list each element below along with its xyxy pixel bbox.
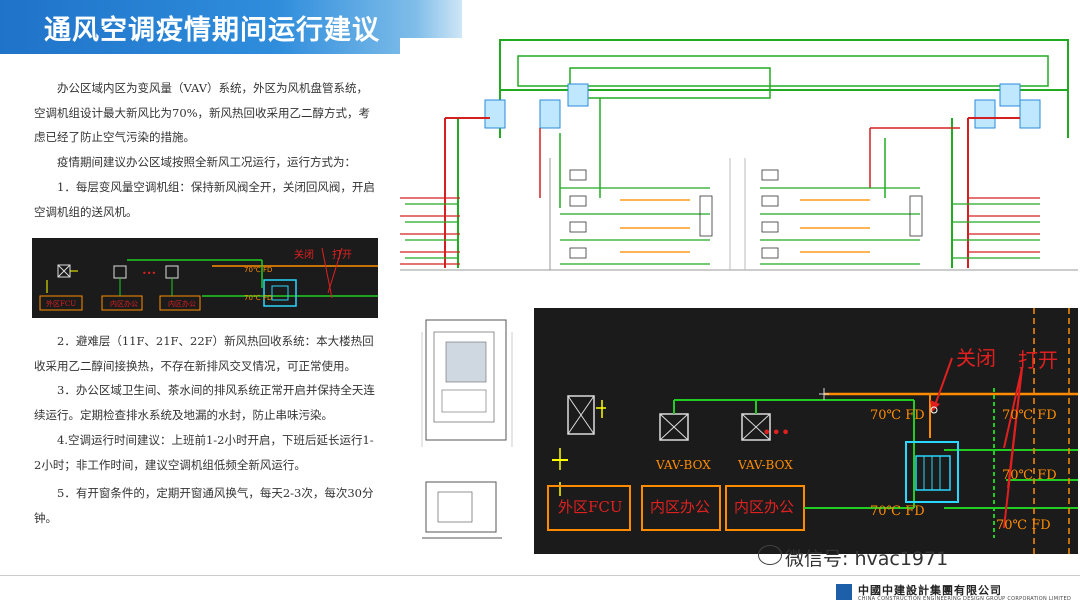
fd-label-right-1: 70℃ FD — [1002, 408, 1057, 423]
svg-text:70℃ FD: 70℃ FD — [244, 266, 272, 274]
company-name-en: CHINA CONSTRUCTION ENGINEERING DESIGN GR… — [858, 596, 1072, 602]
cad-inset-small-drawing: ••• 内区办公 内区办公 外区FCU 70℃ FD 70℃ FD 关闭 打开 — [39, 247, 378, 311]
company-logo-icon — [836, 584, 852, 600]
page-title: 通风空调疫情期间运行建议 — [44, 15, 380, 46]
fd-label-bottom: 70℃ FD — [870, 504, 925, 519]
svg-text:内区办公: 内区办公 — [168, 299, 196, 308]
vav-dots: ••• — [762, 423, 791, 442]
vav-box-label-1: VAV-BOX — [656, 458, 711, 472]
floor-plan — [412, 312, 522, 550]
open-damper-label: 打开 — [1018, 348, 1058, 372]
paragraph-item-3: 3．办公区域卫生间、茶水间的排风系统正常开启并保持全天连续运行。定期检查排水系统… — [34, 383, 375, 422]
inner-office-label-1: 内区办公 — [650, 498, 711, 516]
title-banner — [0, 0, 462, 54]
fd-label-right-3: 70℃ FD — [996, 518, 1051, 533]
paragraph-item-5: 5．有开窗条件的，定期开窗通风换气，每天2-3次，每次30分钟。 — [34, 486, 374, 525]
inner-office-label-2: 内区办公 — [734, 498, 795, 516]
wechat-icon — [758, 545, 782, 565]
system-diagram-drawing — [400, 39, 1078, 271]
fd-label-top: 70℃ FD — [870, 408, 925, 423]
paragraph-item-1: 1．每层变风量空调机组：保持新风阀全开，关闭回风阀，开启空调机组的送风机。 — [34, 180, 375, 219]
svg-text:70℃ FD: 70℃ FD — [244, 294, 272, 302]
svg-text:•••: ••• — [142, 269, 156, 278]
footer-divider — [0, 575, 1080, 576]
svg-text:外区FCU: 外区FCU — [46, 299, 76, 308]
outer-fcu-label: 外区FCU — [558, 498, 623, 516]
paragraph-intro: 办公区域内区为变风量（VAV）系统，外区为风机盘管系统，空调机组设计最大新风比为… — [34, 81, 371, 144]
fd-label-right-2: 70℃ FD — [1002, 468, 1057, 483]
vav-box-label-2: VAV-BOX — [738, 458, 793, 472]
paragraph-item-2: 2．避难层（11F、21F、22F）新风热回收系统：本大楼热回收采用乙二醇间接换… — [34, 334, 374, 373]
svg-text:内区办公: 内区办公 — [110, 299, 138, 308]
company-name: 中國中建設計集團有限公司 — [858, 584, 1002, 597]
floor-plan-drawing — [421, 319, 513, 539]
system-diagram — [400, 38, 1078, 274]
paragraph-suggest: 疫情期间建议办公区域按照全新风工况运行，运行方式为： — [57, 155, 356, 169]
wechat-watermark: 微信号: hvac1971 — [785, 548, 949, 570]
close-damper-label: 关闭 — [956, 346, 996, 370]
paragraph-item-4: 4.空调运行时间建议：上班前1-2小时开启，下班后延长运行1-2小时；非工作时间… — [34, 433, 374, 472]
cad-diagram-zoom: ••• VAV-BOX VAV-BOX 外区FCU 内区办公 内区办公 70℃ … — [534, 308, 1078, 554]
cad-diagram-zoom-drawing — [547, 308, 1078, 554]
svg-text:关闭: 关闭 — [294, 248, 314, 261]
cad-inset-small: ••• 内区办公 内区办公 外区FCU 70℃ FD 70℃ FD 关闭 打开 — [32, 238, 378, 318]
svg-text:打开: 打开 — [332, 248, 352, 261]
fcu-unit-icon — [567, 395, 606, 435]
